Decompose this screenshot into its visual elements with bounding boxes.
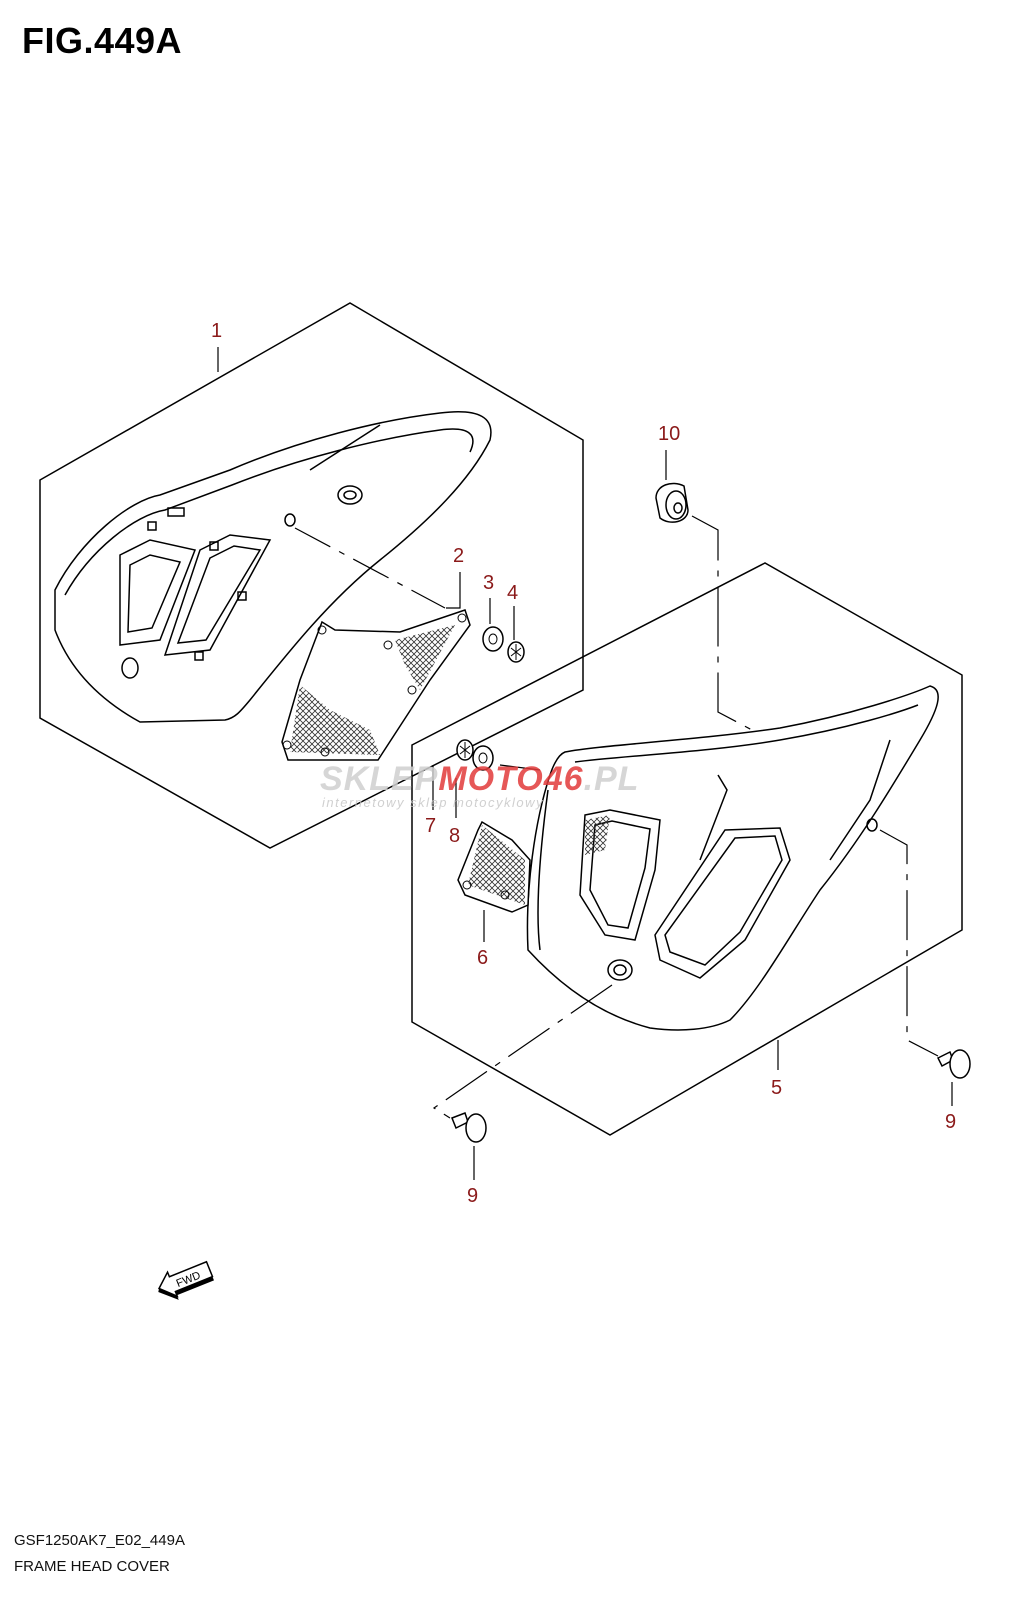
callout-9-left: 9 (467, 1185, 478, 1207)
svg-text:SKLEPMOTO46.PL: SKLEPMOTO46.PL (320, 760, 639, 798)
callout-5: 5 (771, 1077, 782, 1099)
frame-head-cover-left[interactable] (54, 411, 492, 723)
watermark-part1: SKLEP (320, 760, 438, 798)
callout-1: 1 (211, 320, 222, 342)
nut-4[interactable] (507, 641, 525, 663)
mesh-panel-6[interactable] (457, 820, 531, 913)
assembly-box-left (39, 302, 584, 849)
model-code: GSF1250AK7_E02_449A (14, 1532, 185, 1549)
callout-8: 8 (449, 825, 460, 847)
grommet-10[interactable] (655, 482, 689, 523)
callout-3: 3 (483, 572, 494, 594)
callout-6: 6 (477, 947, 488, 969)
watermark: SKLEPMOTO46.PL internetowy sklep motocyk… (320, 760, 639, 810)
figure-caption: FRAME HEAD COVER (14, 1558, 170, 1575)
mesh-panel-2[interactable] (281, 609, 471, 761)
callout-7: 7 (425, 815, 436, 837)
callout-10: 10 (658, 423, 680, 445)
mesh-patch (585, 815, 610, 855)
watermark-part4: .PL (584, 760, 640, 798)
watermark-part2: MOTO (438, 760, 543, 798)
callout-9-right: 9 (945, 1111, 956, 1133)
bolt-9-left[interactable] (451, 1112, 487, 1143)
callout-4: 4 (507, 582, 518, 604)
nut-7[interactable] (456, 739, 474, 761)
washer-3[interactable] (482, 626, 504, 652)
assembly-box-right (411, 562, 963, 1136)
watermark-sub: internetowy sklep motocyklowy (322, 795, 544, 810)
figure-title: FIG.449A (22, 20, 183, 61)
callout-2: 2 (453, 545, 464, 567)
frame-head-cover-right[interactable] (526, 685, 939, 1031)
bolt-9-right[interactable] (936, 1049, 971, 1079)
washer-8[interactable] (472, 745, 494, 771)
watermark-part3: 46 (543, 760, 584, 798)
fwd-arrow-icon: FWD (158, 1260, 214, 1300)
